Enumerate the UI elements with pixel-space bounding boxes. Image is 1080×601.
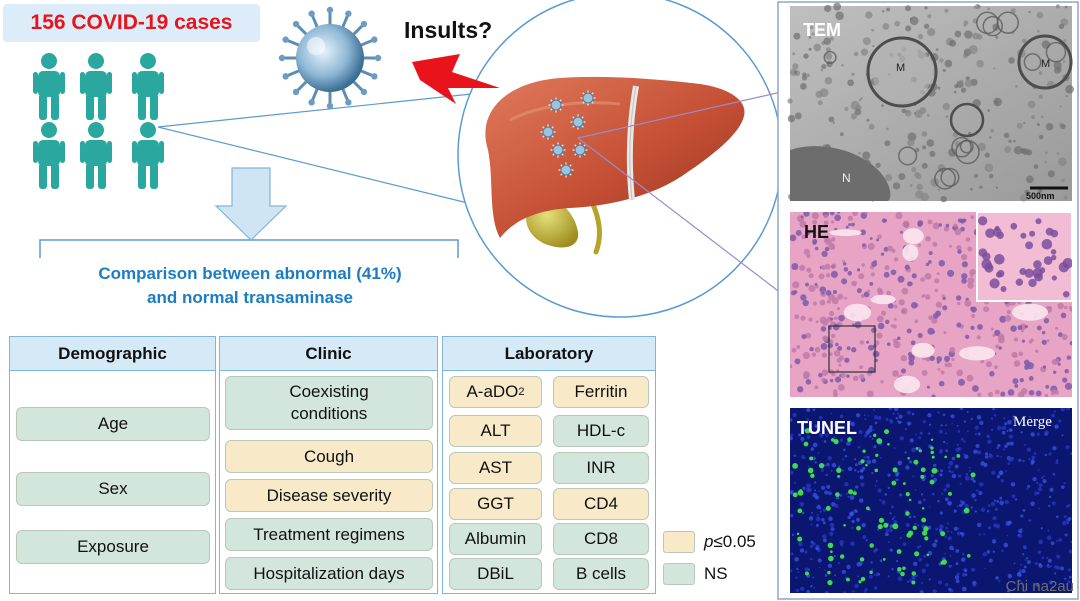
variable-pill: INR <box>553 452 649 484</box>
tem-image <box>787 2 1074 203</box>
cases-title: 156 COVID-19 cases <box>3 4 260 42</box>
lightning-bolt-icon <box>412 54 500 104</box>
person-icon <box>33 122 65 189</box>
variable-pill: Albumin <box>449 523 542 555</box>
variable-label: AST <box>478 458 513 477</box>
variable-pill: Sex <box>16 472 210 506</box>
variable-pill: CD4 <box>553 488 649 520</box>
variable-label: DBiL <box>477 564 514 583</box>
legend-significant-swatch <box>663 531 695 553</box>
legend-significant-label: p≤0.05 <box>704 531 756 553</box>
virus-illustration <box>278 6 382 110</box>
virus-particle-icon <box>580 90 596 106</box>
variable-label: B cells <box>575 564 627 583</box>
virus-particle-icon <box>558 162 574 178</box>
variable-pill: HDL-c <box>553 415 649 447</box>
variable-label: Hospitalization days <box>253 563 405 583</box>
variable-pill: Coexisting conditions <box>225 376 433 430</box>
legend-ns-swatch <box>663 563 695 585</box>
variable-label: Exposure <box>77 537 149 556</box>
variable-label: CD8 <box>583 529 618 548</box>
virus-particle-icon <box>548 97 564 113</box>
comparison-line-2: and normal transaminase <box>147 288 353 307</box>
variable-subscript: 2 <box>518 386 525 398</box>
liver-illustration <box>485 76 745 255</box>
down-arrow <box>214 167 288 241</box>
connector-line <box>157 126 481 207</box>
demographic-title: Demographic <box>10 337 215 371</box>
variable-pill: CD8 <box>553 523 649 555</box>
comparison-caption: Comparison between abnormal (41%) and no… <box>40 262 460 310</box>
variable-label: Sex <box>98 479 128 498</box>
variable-pill: GGT <box>449 488 542 520</box>
variable-pill: Treatment regimens <box>225 518 433 551</box>
variable-label: A-aDO <box>466 382 519 401</box>
tem-scale-bar-label: 500nm <box>1026 191 1055 201</box>
he-label: HE <box>804 222 830 242</box>
variable-pill: AST <box>449 452 542 484</box>
variable-label: ALT <box>480 421 511 440</box>
person-icon <box>80 122 112 189</box>
variable-pill: Hospitalization days <box>225 557 433 590</box>
comparison-bracket <box>39 239 459 258</box>
tem-mitochondria-mark: M <box>896 62 906 74</box>
virus-particle-icon <box>570 114 586 130</box>
he-image <box>790 212 1072 397</box>
variable-pill: DBiL <box>449 558 542 590</box>
virus-particle-icon <box>572 142 588 158</box>
variable-label: Coexisting conditions <box>289 382 369 423</box>
variable-pill: Age <box>16 407 210 441</box>
variable-pill: Exposure <box>16 530 210 564</box>
legend-threshold: ≤0.05 <box>713 532 756 551</box>
variable-label: Treatment regimens <box>253 524 405 544</box>
watermark: Chi na2au <box>1005 578 1074 595</box>
person-icon <box>132 122 164 189</box>
virus-particle-icon <box>550 142 566 158</box>
patient-group <box>33 53 164 189</box>
tem-nucleus-mark: N <box>842 171 851 185</box>
comparison-line-1: Comparison between abnormal (41%) <box>98 264 402 283</box>
variable-label: Disease severity <box>266 485 392 505</box>
variable-label: CD4 <box>583 494 618 513</box>
variable-label: Ferritin <box>574 382 628 401</box>
variable-label: Albumin <box>464 529 527 548</box>
legend-p-symbol: p <box>704 532 714 551</box>
clinic-title: Clinic <box>220 337 437 371</box>
connector-line <box>577 89 791 139</box>
legend-ns-label: NS <box>704 564 728 583</box>
variable-pill: Ferritin <box>553 376 649 408</box>
variable-label: GGT <box>477 494 514 513</box>
person-icon <box>33 53 65 120</box>
tunel-merge-label: Merge <box>1013 414 1052 430</box>
insults-label: Insults? <box>404 17 493 43</box>
variable-pill: Cough <box>225 440 433 473</box>
variable-label: Cough <box>303 446 355 466</box>
tem-label: TEM <box>803 20 841 40</box>
variable-label: Age <box>97 414 129 433</box>
variable-pill: ALT <box>449 415 542 447</box>
tem-mitochondria-mark: M <box>1041 58 1051 70</box>
person-icon <box>132 53 164 120</box>
tunel-image <box>790 408 1072 593</box>
tunel-label: TUNEL <box>797 418 857 438</box>
laboratory-title: Laboratory <box>443 337 655 371</box>
variable-pill: B cells <box>553 558 649 590</box>
variable-label: HDL-c <box>576 421 626 440</box>
person-icon <box>80 53 112 120</box>
connector-line <box>577 137 791 301</box>
variable-pill: Disease severity <box>225 479 433 512</box>
virus-particle-icon <box>540 124 556 140</box>
variable-label: INR <box>586 458 616 477</box>
